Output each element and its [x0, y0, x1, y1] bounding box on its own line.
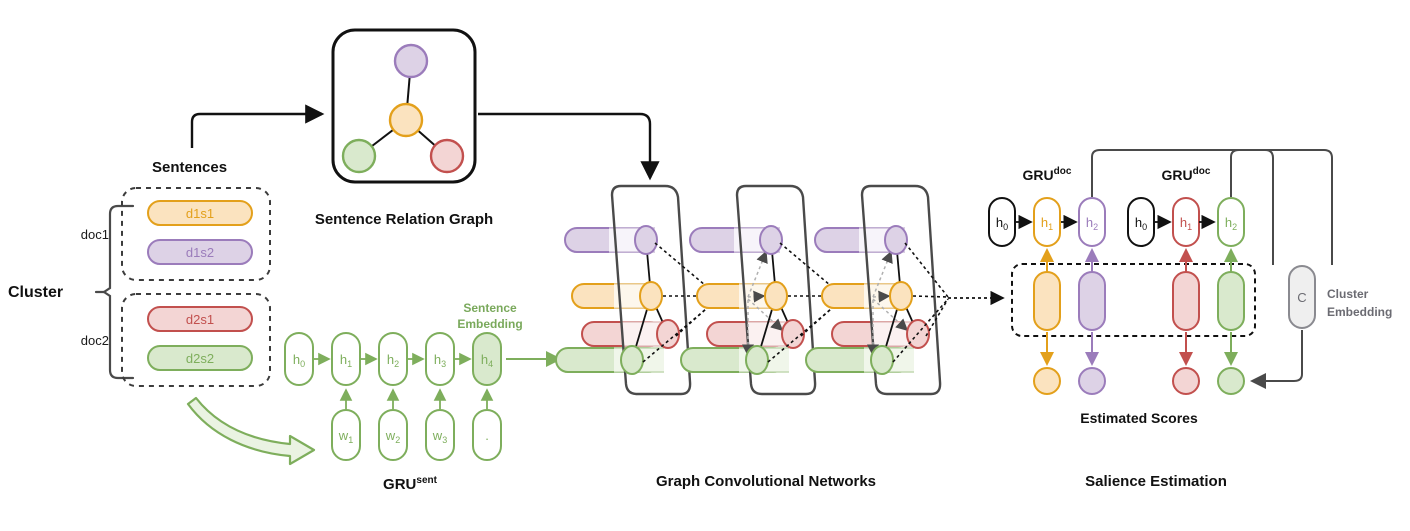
doc1-label: doc1: [81, 227, 109, 242]
pill-label: d2s2: [186, 351, 214, 366]
gcn3-node-orange[interactable]: [889, 281, 913, 311]
salience-gru2-h2[interactable]: h2: [1217, 197, 1245, 247]
sentence-relation-graph: Sentence Relation Graph: [315, 28, 493, 228]
gru-sent-w3[interactable]: w3: [425, 409, 455, 461]
gru-sent-w1[interactable]: w1: [331, 409, 361, 461]
gcn3-node-purple[interactable]: [884, 225, 908, 255]
gru-sent-group: h0 h1 h2 h3 h4 w1 w2: [284, 301, 562, 493]
cluster-embedding-symbol: C: [1297, 290, 1306, 305]
salience-title: Salience Estimation: [1085, 473, 1227, 490]
gcn1-panel: [610, 184, 692, 396]
sentence-vectors-box: [1011, 263, 1256, 337]
gru-sent-h4[interactable]: h4: [472, 332, 502, 386]
connector-h2a-to-cluster: [1091, 149, 1333, 265]
connector-cluster-to-score: [1250, 330, 1303, 389]
gcn1-node-green[interactable]: [620, 345, 644, 375]
salience-gru1-h0[interactable]: h0: [988, 197, 1016, 247]
sentence-embedding-line1: Sentence: [463, 301, 517, 315]
cluster-embedding-box[interactable]: C: [1288, 265, 1316, 329]
salience-gru1-h1[interactable]: h1: [1033, 197, 1061, 247]
gru-sent-h2[interactable]: h2: [378, 332, 408, 386]
sentence-embedding-line2: Embedding: [457, 317, 522, 331]
sentence-pill-d1s1[interactable]: d1s1: [147, 200, 253, 226]
gru-sent-title: GRUsent: [383, 475, 438, 493]
gcn-layer-2[interactable]: [680, 184, 875, 396]
gru-doc-title-1: GRUdoc: [1023, 166, 1072, 183]
gcn-layer-3[interactable]: [805, 184, 1005, 396]
sentence-pill-d1s2[interactable]: d1s2: [147, 239, 253, 265]
arrow-sentences-to-graph: [190, 104, 325, 148]
salience-vector-green[interactable]: [1217, 271, 1245, 331]
cluster-group: Cluster: [8, 204, 135, 380]
gru-sent-h0[interactable]: h0: [284, 332, 314, 386]
cluster-embedding-line1: Cluster: [1327, 287, 1369, 301]
sentence-pill-d2s1[interactable]: d2s1: [147, 306, 253, 332]
salience-gru2-h0[interactable]: h0: [1127, 197, 1155, 247]
cluster-label: Cluster: [8, 284, 63, 301]
pill-label: d1s1: [186, 206, 214, 221]
gcn2-node-red[interactable]: [781, 319, 805, 349]
gcn1-node-purple[interactable]: [634, 225, 658, 255]
gcn2-panel: [735, 184, 817, 396]
gcn-layer-1[interactable]: [555, 184, 750, 396]
salience-gru2-h1[interactable]: h1: [1172, 197, 1200, 247]
input-label: .: [485, 428, 489, 443]
salience-vector-red[interactable]: [1172, 271, 1200, 331]
arrow-sentences-to-gru: [186, 396, 316, 466]
salience-vector-orange[interactable]: [1033, 271, 1061, 331]
gcn3-panel: [860, 184, 942, 396]
score-node-green[interactable]: [1217, 367, 1245, 395]
sentences-label: Sentences: [152, 159, 227, 176]
gcn3-bar-green: [805, 347, 914, 373]
gcn1-bar-green: [555, 347, 664, 373]
graph-node-red[interactable]: [429, 138, 465, 174]
gru-sent-w2[interactable]: w2: [378, 409, 408, 461]
gcn2-node-green[interactable]: [745, 345, 769, 375]
estimated-scores-label: Estimated Scores: [1080, 410, 1198, 426]
doc2-group: doc2 d2s1 d2s2: [81, 293, 271, 387]
doc2-label: doc2: [81, 333, 109, 348]
graph-node-orange[interactable]: [388, 102, 424, 138]
gru-sent-h3[interactable]: h3: [425, 332, 455, 386]
cluster-embedding-line2: Embedding: [1327, 305, 1392, 319]
graph-title: Sentence Relation Graph: [315, 211, 493, 228]
gcn2-bar-green: [680, 347, 789, 373]
graph-node-green[interactable]: [341, 138, 377, 174]
salience-group: GRUdoc h0 h1 h2 GRUdoc h0 h1 h2: [988, 149, 1392, 490]
doc1-group: doc1 d1s1 d1s2: [81, 187, 271, 281]
gcn2-node-orange[interactable]: [764, 281, 788, 311]
gcn-group: Graph Convolutional Networks: [555, 184, 1005, 490]
connector-h2b-to-cluster: [1230, 149, 1274, 265]
gcn1-node-red[interactable]: [656, 319, 680, 349]
graph-node-purple[interactable]: [393, 43, 429, 79]
score-node-orange[interactable]: [1033, 367, 1061, 395]
gru-doc-title-2: GRUdoc: [1162, 166, 1211, 183]
salience-vector-purple[interactable]: [1078, 271, 1106, 331]
gcn3-node-green[interactable]: [870, 345, 894, 375]
arrow-graph-to-gcn: [478, 112, 660, 181]
gru-sent-period[interactable]: .: [472, 409, 502, 461]
score-node-purple[interactable]: [1078, 367, 1106, 395]
gru-sent-h1[interactable]: h1: [331, 332, 361, 386]
gcn1-node-orange[interactable]: [639, 281, 663, 311]
sentence-pill-d2s2[interactable]: d2s2: [147, 345, 253, 371]
score-node-red[interactable]: [1172, 367, 1200, 395]
gcn-title: Graph Convolutional Networks: [656, 473, 876, 490]
salience-gru1-h2[interactable]: h2: [1078, 197, 1106, 247]
pill-label: d2s1: [186, 312, 214, 327]
pill-label: d1s2: [186, 245, 214, 260]
gcn2-node-purple[interactable]: [759, 225, 783, 255]
